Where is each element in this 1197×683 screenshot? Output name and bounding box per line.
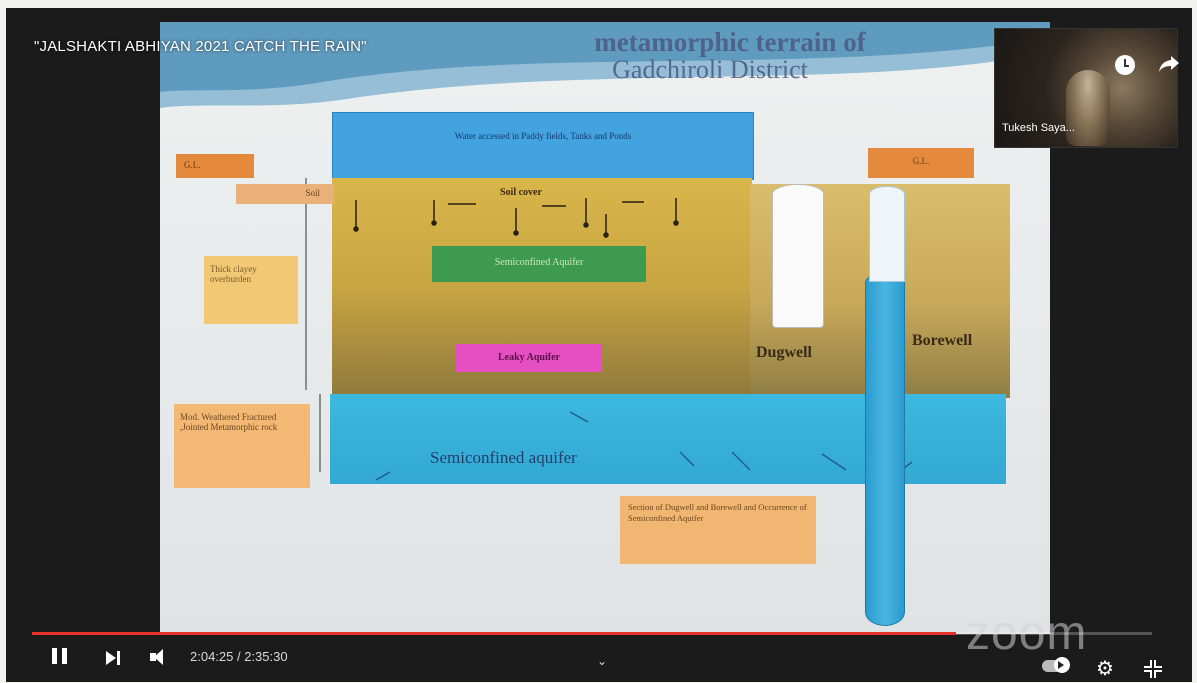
participant-figure [1066,70,1110,146]
next-icon[interactable] [104,650,126,666]
slide-title-line2: Gadchiroli District [612,55,808,84]
leaky-aquifer-label: Leaky Aquifer [456,344,602,372]
surface-water-box: Water accessed in Paddy fields, Tanks an… [332,112,754,180]
semiconfined-aquifer-label: Semiconfined Aquifer [432,246,646,282]
slide-title-line1: metamorphic terrain of [594,27,866,57]
slide-header-swoosh [160,22,1050,108]
clock-icon[interactable] [1112,52,1138,78]
pause-icon [52,648,57,664]
borewell-water-column [865,274,905,626]
video-title[interactable]: "JALSHAKTI ABHIYAN 2021 CATCH THE RAIN" [34,38,367,55]
presentation-slide: metamorphic terrain of Gadchiroli Distri… [160,22,1050,634]
dugwell-label: Dugwell [756,344,812,361]
slide-title: metamorphic terrain of Gadchiroli Distri… [450,28,970,84]
autoplay-toggle[interactable] [1042,657,1070,673]
dugwell-shape [772,184,824,328]
time-display: 2:04:25 / 2:35:30 [190,649,288,664]
weathered-rock-note: Mod. Weathered Fractured ,Jointed Metamo… [174,404,310,488]
progress-bar[interactable] [32,632,1152,635]
volume-icon[interactable] [148,646,176,668]
borewell-label: Borewell [912,332,973,349]
section-note: Section of Dugwell and Borewell and Occu… [620,496,816,564]
video-player[interactable]: metamorphic terrain of Gadchiroli Distri… [6,8,1192,682]
ground-level-right: G.L. [868,148,974,178]
soil-left-label: Soil [236,184,334,204]
participant-name: Tukesh Saya... [1002,122,1075,134]
soil-cover-label: Soil cover [500,187,542,198]
borewell-casing [869,186,905,282]
flow-arrows [305,178,913,481]
progress-fill [32,632,956,635]
lower-aquifer-label: Semiconfined aquifer [430,448,577,467]
chevron-down-icon[interactable]: ⌄ [597,654,608,668]
gear-icon[interactable]: ⚙ [1096,658,1114,680]
exit-fullscreen-icon[interactable] [1142,658,1164,680]
pause-button[interactable] [50,644,70,668]
zoom-watermark: zoom [966,607,1088,660]
ground-level-left: G.L. [176,154,254,178]
thick-clay-note: Thick clayey overburden [204,256,298,324]
share-icon[interactable] [1156,52,1182,78]
